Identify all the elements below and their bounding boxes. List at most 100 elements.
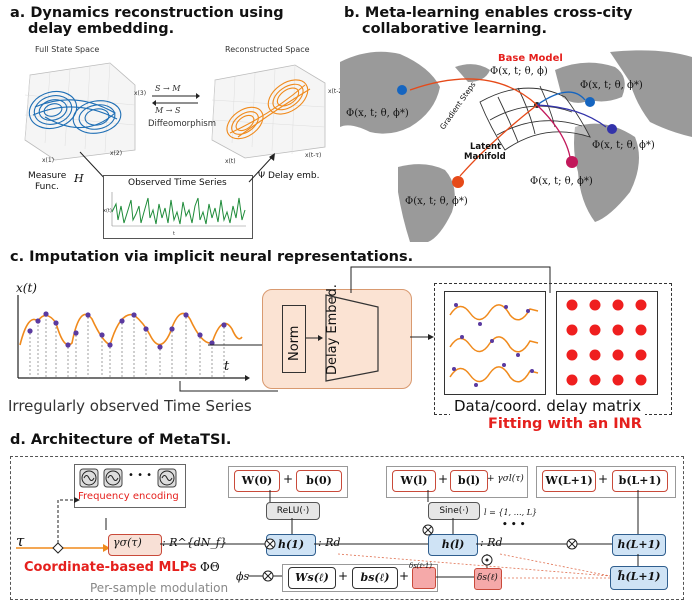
phi-city-5: Φ(x, t; θ, ϕ*) [405,196,468,207]
norm-box [282,305,306,373]
measure-label-1: Measure [28,171,67,181]
measure-label-2: Func. [35,182,59,192]
norm-label: Norm [287,325,302,361]
observed-ts-box [103,175,253,239]
panel-b-title-2: collaborative learning. [362,21,548,37]
ts-ylabel-c: x(t) [16,281,37,295]
h1-dim: : Rd [318,536,341,549]
bl-box: b(l) [450,470,488,492]
observed-ts-plot [111,192,246,227]
per-sample-label: Per-sample modulation [90,581,229,595]
panel-a-title-2: delay embedding. [28,21,175,37]
bL-box: b(L+1) [612,470,668,492]
phi-city-1: Φ(x, t; θ, ϕ*) [346,108,409,119]
axis-x-full: x(1) [42,157,55,164]
delay-embed-trapezoid [325,294,379,382]
phi-city-3: Φ(x, t; θ, ϕ*) [592,140,655,151]
latent-label-1: Latent [470,142,502,152]
axis-z-full: x(3) [134,90,147,97]
data-matrix-curves [449,303,539,387]
coord-matrix [556,291,658,395]
axis-y-rec: x(t-τ) [305,152,322,159]
l-range: l = {1, …, L} [484,508,538,517]
delta-prev-box [412,567,436,589]
plus-L: + [598,472,609,486]
plus-s: + [338,569,349,583]
delta-prev-label: δs(ℓ-1) [409,562,433,570]
w0-box: W(0) [234,470,280,492]
full-state-label: Full State Space [35,45,100,54]
map-backward: M → S [155,106,181,115]
b0-box: b(0) [296,470,342,492]
h1-box: h(1) [266,534,316,556]
delay-arrow [248,153,275,183]
latent-label-2: Manifold [464,152,506,162]
coord-mlps-label: Coordinate-based MLPs [24,560,197,575]
plus-0: + [283,472,294,486]
bs-box: bs(ℓ) [352,567,398,589]
gamma-dim: : R^{dN_f} [162,536,227,549]
observed-label: Observed Time Series [128,178,227,188]
wl-box: W(l) [392,470,436,492]
gamma-box [108,534,162,556]
panel-d-title: d. Architecture of MetaTSI. [10,432,232,448]
diffeo-label: Diffeomorphism [148,119,217,129]
panel-c: c. Imputation via implicit neural repres… [0,245,692,432]
irregular-ts-plot [17,295,250,381]
delta-label: δs(ℓ) [477,573,498,583]
relu-box: ReLU(·) [266,502,320,520]
htilde-box: h̃(L+1) [610,566,668,590]
panel-d: d. Architecture of MetaTSI. • • • Freque… [0,430,692,600]
phi-theta: ΦΘ [200,560,220,574]
axis-z-rec: x(t-2τ) [328,88,349,95]
reconstructed-label: Reconstructed Space [225,45,310,54]
ts-ylabel: x(t) [103,208,112,214]
delay-embed-label: Delay Embed. [325,284,340,375]
ts-xlabel: t [173,231,175,237]
axis-y-full: x(2) [110,150,123,157]
base-model-label: Base Model [498,53,563,64]
c-connectors [350,266,551,340]
diffeo-arrows [152,93,200,106]
plus-l: + [438,472,449,486]
phi-s-label: ϕs [236,570,250,583]
tau-lines [16,497,110,554]
norm-arrow [306,335,323,341]
axis-x-rec: x(t) [225,158,236,165]
freq-encoding-label: Frequency encoding [78,491,179,502]
architecture-arrows [105,490,639,582]
world-map [340,42,692,242]
irregular-label: Irregularly observed Time Series [8,397,252,415]
matrix-label: Data/coord. delay matrix [450,397,646,415]
hL-box: h(L+1) [612,534,666,556]
gamma-small: + γσl(τ) [487,474,524,484]
fitting-label: Fitting with an INR [488,416,642,432]
delta-box [474,568,502,590]
coord-matrix-dots [566,299,647,386]
wL-box: W(L+1) [542,470,596,492]
panel-c-title: c. Imputation via implicit neural repres… [10,249,414,265]
phi-city-4: Φ(x, t; θ, ϕ*) [530,176,593,187]
hl-box: h(l) [428,534,478,556]
sine-box: Sine(·) [428,502,480,520]
data-matrix [444,291,546,395]
ts-xlabel-c: t [224,359,230,374]
panel-b: b. Meta-learning enables cross-city coll… [340,0,692,245]
reconstructed-plot [211,64,326,159]
plus-s2: + [399,569,410,583]
panel-b-title-1: b. Meta-learning enables cross-city [344,5,633,21]
panel-a: a. Dynamics reconstruction using delay e… [0,0,348,245]
ws-box: Ws(ℓ) [288,567,336,589]
hl-dim: : Rd [480,536,503,549]
layer-dots: • • • [502,520,526,530]
map-forward: S → M [155,84,181,93]
tau-label: τ [16,532,25,550]
freq-dots: • • • [128,470,153,481]
phi-city-2: Φ(x, t; θ, ϕ*) [580,80,643,91]
gamma-label: γσ(τ) [113,536,142,549]
delay-emb-label: Ψ Delay emb. [258,171,320,181]
base-phi: Φ(x, t; θ, ϕ) [490,66,548,77]
panel-a-title-1: a. Dynamics reconstruction using [10,5,284,21]
freq-icons [79,468,177,488]
h-symbol: H [74,172,84,185]
